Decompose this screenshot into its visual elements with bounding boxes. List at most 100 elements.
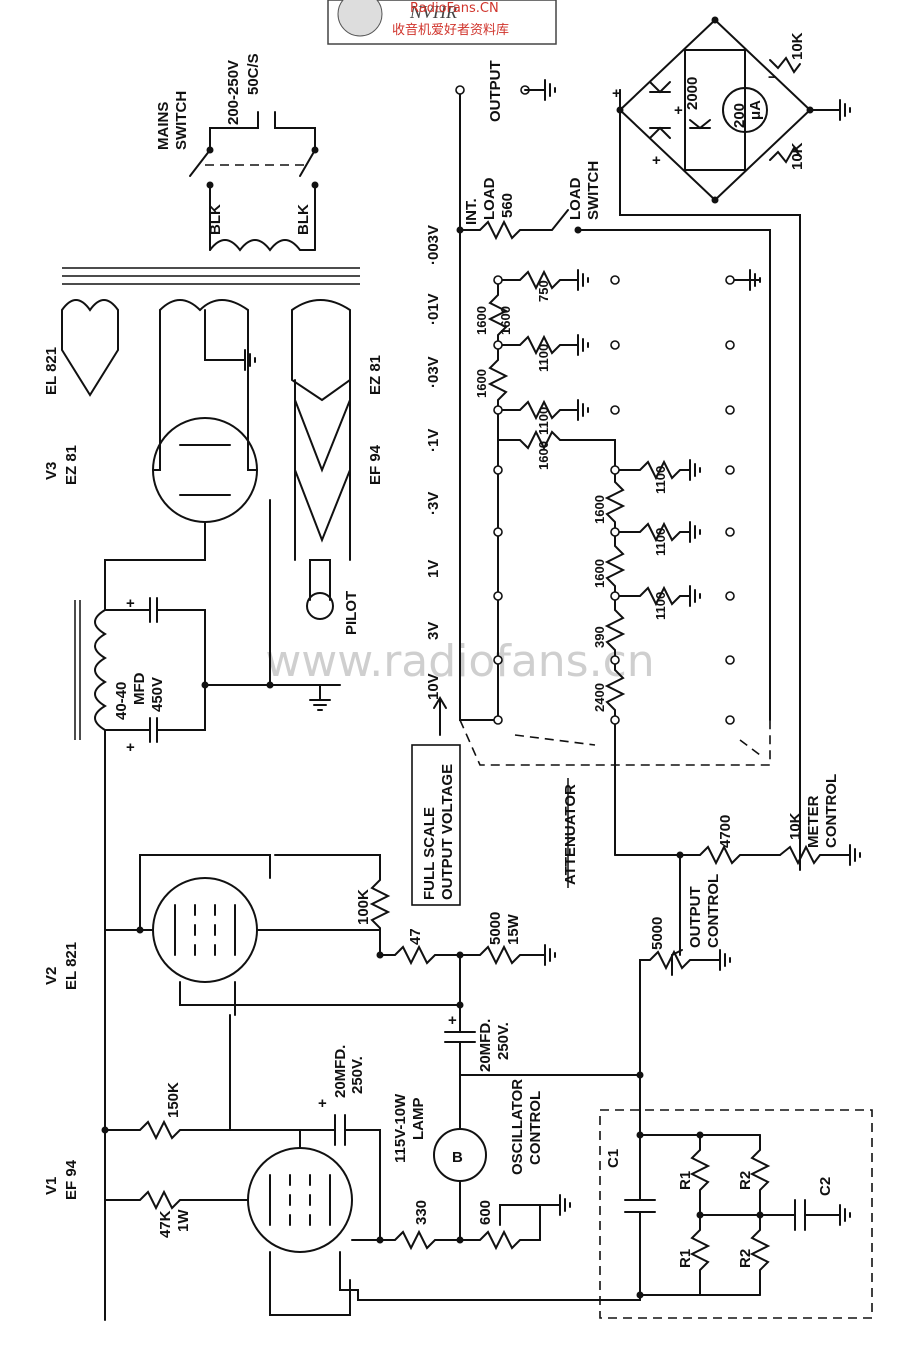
shunt-upper-1100-a: 1100	[536, 407, 551, 435]
lead-left-label: BLK	[207, 204, 224, 235]
full-scale-label-2: OUTPUT VOLTAGE	[439, 764, 456, 900]
tube-v2-type: EL 821	[63, 942, 80, 990]
osc-control-label-1: OSCILLATOR	[509, 1079, 526, 1175]
meter-movement-value: 200	[731, 103, 748, 128]
r2-upper-label: R2	[737, 1171, 754, 1190]
r10k-b-label: 10K	[789, 142, 806, 170]
pilot-label: PILOT	[343, 591, 360, 635]
ladder-upper-1600-c: 1600	[498, 306, 513, 335]
output-control-label-2: CONTROL	[705, 874, 722, 948]
heater-label-ez81: EZ 81	[367, 355, 384, 395]
mains-switch-label-1: MAINS	[155, 102, 172, 150]
full-scale-label-1: FULL SCALE	[421, 807, 438, 900]
output-control: 5000 OUTPUT CONTROL 4700 10K METER CONTR…	[411, 89, 861, 1076]
supply-frequency: 50C/S	[245, 53, 262, 95]
ladder-1600-b: 1600	[592, 495, 607, 524]
c20b-value: 20MFD.	[477, 1019, 494, 1072]
watermark-link: RadioFans.CN	[410, 1, 499, 16]
output-stage: + V2 EL 821 100K 47 5000 15W 20MFD. 250V…	[43, 854, 556, 1076]
plus-sign-c4: +	[318, 1095, 327, 1112]
range-3v: 3V	[425, 622, 442, 640]
int-load-label-1: INT.	[463, 198, 480, 225]
ladder-1600-a: 1600	[592, 559, 607, 588]
r1-lower-label: R1	[677, 1249, 694, 1268]
r5000-power: 15W	[505, 913, 522, 945]
r100k-label: 100K	[355, 889, 372, 925]
mains-section: + + MAINS SWITCH 200-250V 50C/S BLK BLK …	[43, 53, 384, 1321]
c20a-value: 20MFD.	[332, 1045, 349, 1098]
shunt-upper-750: 750	[536, 280, 551, 302]
r330-label: 330	[413, 1200, 430, 1225]
tube-v3-ref: V3	[43, 462, 60, 480]
lamp-label: LAMP	[410, 1098, 427, 1141]
ladder-2400: 2400	[592, 683, 607, 712]
range-1v: 1V	[425, 560, 442, 578]
shunt-1100-a: 1100	[653, 592, 668, 620]
filter-cap-voltage: 450V	[149, 677, 166, 712]
r5000-value: 5000	[487, 912, 504, 945]
r2-lower-label: R2	[737, 1249, 754, 1268]
int-load-value: 560	[499, 193, 516, 218]
r150k-label: 150K	[165, 1082, 182, 1118]
meter-pot-label: 10K	[787, 812, 804, 840]
int-load-label-2: LOAD	[481, 177, 498, 220]
lead-right-label: BLK	[295, 204, 312, 235]
meter-plus-1: +	[612, 85, 621, 102]
mains-switch-label-2: SWITCH	[173, 91, 190, 150]
tube-v2-ref: V2	[43, 967, 60, 985]
r2000-label: 2000	[684, 77, 701, 110]
r1-upper-label: R1	[677, 1171, 694, 1190]
watermark-caption: 收音机爱好者资料库	[392, 22, 509, 38]
r4700-label: 4700	[717, 815, 734, 848]
oscillator-stage: + V1 EF 94 150K 47K 1W 20MFD. 250V. 115V…	[43, 1014, 641, 1316]
shunt-1100-c: 1100	[653, 466, 668, 494]
meter-control-label-2: CONTROL	[823, 774, 840, 848]
attenuator-label: ATTENUATOR	[562, 784, 579, 885]
meter-minus: −	[768, 69, 777, 86]
tube-v1-type: EF 94	[63, 1159, 80, 1200]
meter-plus-3: +	[674, 102, 683, 119]
ladder-upper-1600-b: 1600	[474, 306, 489, 335]
supply-voltage: 200-250V	[225, 60, 242, 125]
tube-v1-ref: V1	[43, 1177, 60, 1195]
load-switch-label-1: LOAD	[567, 177, 584, 220]
plus-sign-c1: +	[126, 595, 135, 612]
attenuator-network: OUTPUT INT. LOAD 560 LOAD SWITCH 10V 3V …	[425, 60, 771, 856]
ladder-upper-1600-a: 1600	[474, 369, 489, 398]
c1-label: C1	[605, 1149, 622, 1168]
meter-control-label-1: METER	[805, 795, 822, 848]
output-pot-label: 5000	[649, 917, 666, 950]
c20a-voltage: 250V.	[349, 1056, 366, 1094]
tube-v3-type: EZ 81	[63, 445, 80, 485]
r47k-power: 1W	[175, 1209, 192, 1232]
output-control-label-1: OUTPUT	[687, 886, 704, 948]
watermark-brand: NVHR	[409, 2, 457, 22]
load-switch-label-2: SWITCH	[585, 161, 602, 220]
ladder-1600-c: 1600	[536, 441, 551, 470]
lamp-rating: 115V-10W	[392, 1093, 409, 1163]
r10k-a-label: 10K	[789, 32, 806, 60]
meter-plus-2: +	[652, 152, 661, 169]
shunt-1100-b: 1100	[653, 528, 668, 556]
c20b-voltage: 250V.	[495, 1022, 512, 1060]
range-0-03v: ·03V	[425, 356, 442, 388]
range-0-01v: ·01V	[425, 293, 442, 325]
heater-label-el821: EL 821	[43, 347, 60, 395]
plus-sign-c2: +	[126, 739, 135, 756]
range-0-1v: ·1V	[425, 429, 442, 452]
r47k-value: 47K	[157, 1210, 174, 1238]
c2-label: C2	[817, 1177, 834, 1196]
plus-sign-c3: +	[448, 1012, 457, 1029]
osc-control-label-2: CONTROL	[527, 1091, 544, 1165]
meter-movement-unit: μA	[747, 100, 764, 120]
lamp-letter: B	[452, 1149, 463, 1166]
output-label: OUTPUT	[487, 60, 504, 122]
range-0-003v: ·003V	[425, 225, 442, 265]
filter-cap-unit: MFD	[131, 672, 148, 705]
range-0-3v: ·3V	[425, 492, 442, 515]
shunt-upper-1100-b: 1100	[536, 344, 551, 372]
r600-label: 600	[477, 1200, 494, 1225]
meter-bridge: + + + − 2000 200 μA 10K 10K	[612, 16, 851, 204]
ladder-390: 390	[592, 626, 607, 648]
